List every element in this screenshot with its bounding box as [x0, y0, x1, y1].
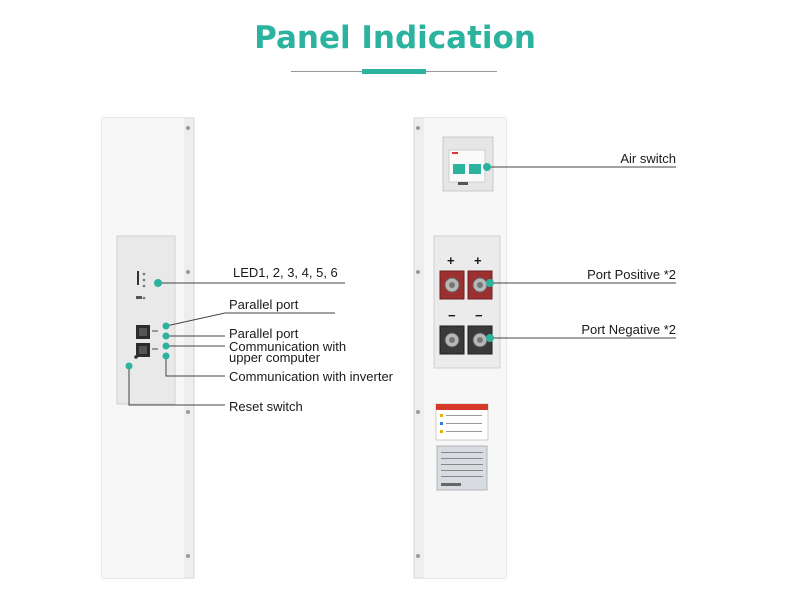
warning-label	[435, 403, 489, 441]
parallel-port-label-1: Parallel port	[229, 297, 299, 312]
led-label: LED1, 2, 3, 4, 5, 6	[233, 265, 338, 280]
parallel-port-label-2: Parallel port	[229, 326, 299, 341]
plus-sign-right: +	[474, 253, 482, 268]
comm-upper-label-line2: upper computer	[229, 350, 321, 365]
comm-inverter-label: Communication with inverter	[229, 369, 394, 384]
led-indicators	[136, 271, 146, 300]
plus-sign-left: +	[447, 253, 455, 268]
comm-upper-label-line1: Communication with	[229, 339, 347, 354]
reset-switch-hole	[134, 355, 138, 359]
right-leader-lines	[487, 166, 676, 339]
title-underline-accent	[362, 69, 426, 74]
minus-sign-left: −	[448, 308, 456, 323]
left-leader-dots	[125, 279, 170, 370]
port-negative-label: Port Negative *2	[581, 322, 676, 337]
negative-terminals	[439, 325, 493, 355]
reset-switch-label: Reset switch	[229, 399, 303, 414]
air-switch-label: Air switch	[620, 151, 676, 166]
right-leader-dots	[483, 163, 494, 342]
minus-sign-right: −	[475, 308, 483, 323]
right-battery-unit	[413, 117, 507, 579]
left-leader-lines	[128, 282, 345, 406]
communication-ports	[136, 325, 158, 357]
port-positive-label: Port Positive *2	[587, 267, 676, 282]
left-battery-unit	[101, 117, 195, 579]
page-title: Panel Indication	[254, 20, 536, 56]
spec-label	[436, 445, 488, 491]
